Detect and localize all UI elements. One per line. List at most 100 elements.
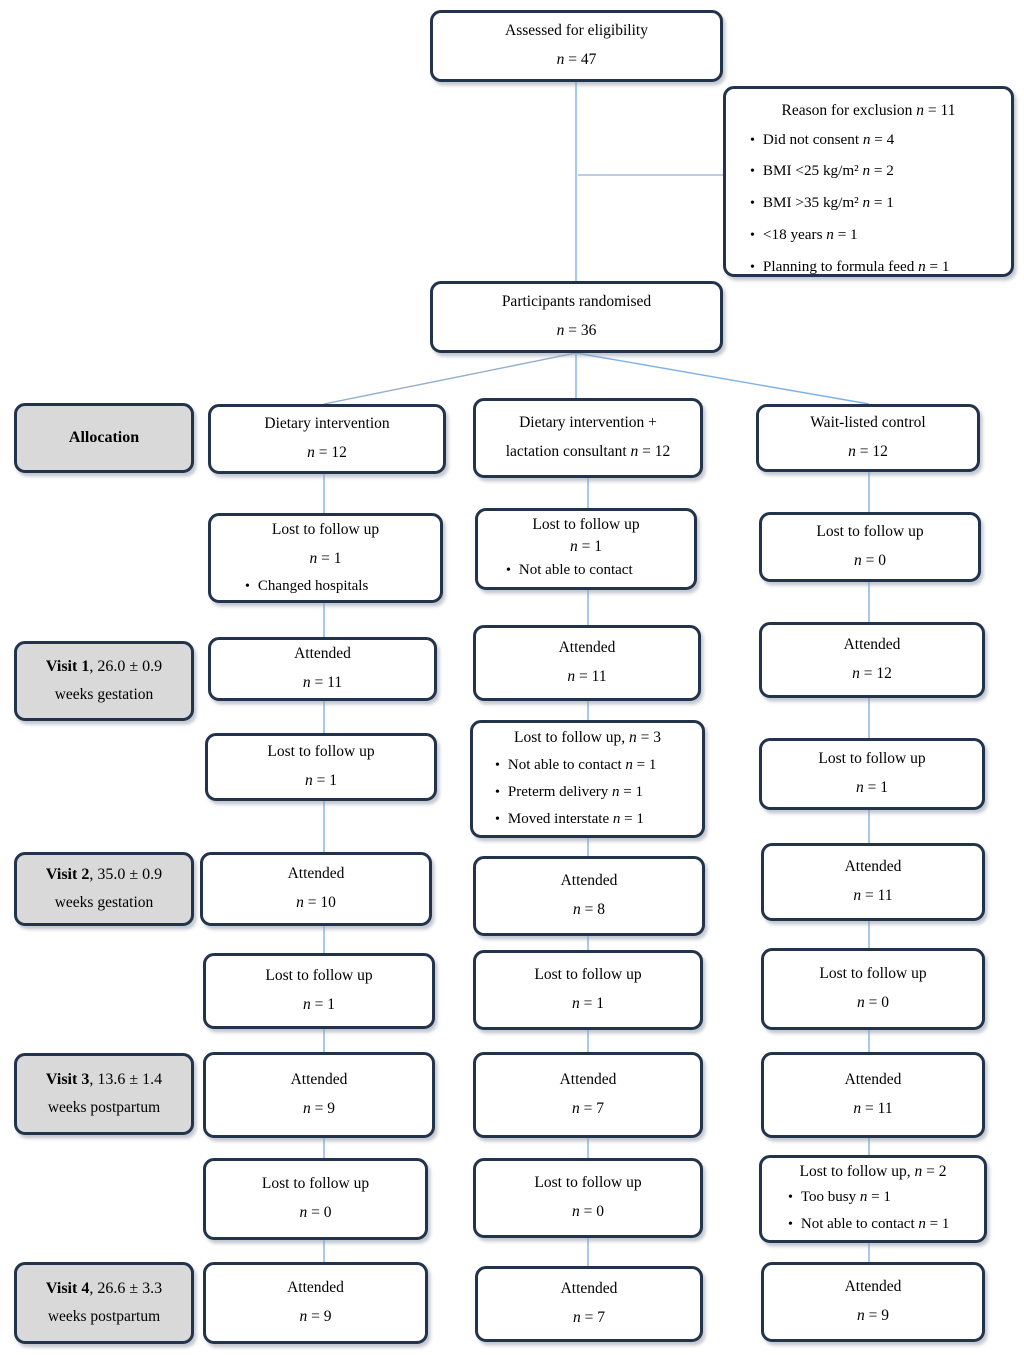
- box-n: n = 12: [848, 443, 888, 460]
- box-title: Attended: [560, 872, 618, 890]
- exclusion-reasons-box: Reason for exclusion n = 11 Did not cons…: [723, 86, 1014, 277]
- arm3-lost4-box: Lost to follow up, n = 2 Too busy n = 1 …: [759, 1155, 987, 1243]
- bullet-item: Moved interstate n = 1: [507, 810, 644, 827]
- label-bold: Allocation: [68, 429, 140, 447]
- box-title: Dietary intervention +: [519, 414, 657, 432]
- arm3-lost3-box: Lost to follow up n = 0: [761, 948, 985, 1030]
- arm3-attended4-box: Attended n = 9: [761, 1262, 985, 1342]
- arm1-attended2-box: Attended n = 10: [200, 852, 432, 926]
- arm3-attended2-box: Attended n = 11: [761, 843, 985, 921]
- box-title: Wait-listed control: [810, 414, 926, 432]
- box-title: Lost to follow up: [818, 750, 926, 768]
- arm1-lost2-box: Lost to follow up n = 1: [205, 733, 437, 801]
- label-rest: , 13.6 ± 1.4: [89, 1070, 163, 1088]
- box-title: Attended: [844, 1278, 902, 1296]
- box-title: Attended: [843, 636, 901, 654]
- bullet-item: Not able to contact n = 1: [507, 756, 657, 773]
- visit1-label: Visit 1, 26.0 ± 0.9 weeks gestation: [14, 641, 194, 721]
- arm2-lost1-box: Lost to follow up n = 1 Not able to cont…: [475, 508, 697, 590]
- arm3-attended3-box: Attended n = 11: [761, 1052, 985, 1138]
- box-title: Lost to follow up: [265, 967, 373, 985]
- visit2-label: Visit 2, 35.0 ± 0.9 weeks gestation: [14, 852, 194, 926]
- box-n: n = 9: [299, 1308, 332, 1325]
- arm1-attended3-box: Attended n = 9: [203, 1052, 435, 1138]
- box-n: n = 9: [303, 1100, 335, 1117]
- bullet-item: Planning to formula feed n = 1: [762, 257, 950, 275]
- allocation-label: Allocation: [14, 403, 194, 473]
- label-line2: weeks postpartum: [47, 1308, 161, 1326]
- box-n: n = 1: [856, 779, 888, 796]
- box-title: Attended: [559, 1071, 617, 1089]
- box-n: n = 11: [302, 674, 343, 691]
- box-title: Attended: [294, 645, 351, 663]
- label-bold: Visit 2: [45, 865, 90, 883]
- exclusion-bullet-list: Did not consent n = 4 BMI <25 kg/m² n = …: [734, 124, 1003, 282]
- box-title: Lost to follow up: [267, 743, 375, 761]
- box-n: n = 7: [572, 1100, 604, 1117]
- label-bold: Visit 4: [45, 1279, 90, 1297]
- arm2-header-box: Dietary intervention + lactation consult…: [473, 398, 703, 478]
- box-title: Lost to follow up: [261, 1175, 370, 1193]
- box-title: Lost to follow up: [534, 1174, 642, 1192]
- arm3-lost2-box: Lost to follow up n = 1: [759, 738, 985, 810]
- box-title: Lost to follow up: [534, 966, 642, 984]
- box-title: Attended: [287, 865, 345, 883]
- arm2-attended1-box: Attended n = 11: [473, 625, 701, 701]
- arm1-attended4-box: Attended n = 9: [203, 1262, 428, 1344]
- visit3-label: Visit 3, 13.6 ± 1.4 weeks postpartum: [14, 1053, 194, 1135]
- label-bold: Visit 3: [45, 1070, 90, 1088]
- box-title: Lost to follow up, n = 2: [799, 1163, 947, 1180]
- box-n: n = 1: [303, 996, 335, 1013]
- box-title: Lost to follow up, n = 3: [514, 729, 661, 747]
- arm3-attended1-box: Attended n = 12: [759, 622, 985, 698]
- box-n: n = 11: [853, 887, 893, 904]
- bullet-item: BMI >35 kg/m² n = 1: [762, 194, 894, 212]
- bullet-item: Preterm delivery n = 1: [507, 783, 644, 800]
- box-n: n = 1: [305, 772, 337, 789]
- arm1-lost3-box: Lost to follow up n = 1: [203, 953, 435, 1029]
- box-n: n = 1: [309, 549, 342, 567]
- box-title: Attended: [844, 858, 902, 876]
- box-title: Attended: [290, 1071, 348, 1089]
- box-n: n = 0: [857, 994, 889, 1011]
- box-n: n = 1: [570, 537, 602, 555]
- arm2-lost3-box: Lost to follow up n = 1: [473, 950, 703, 1030]
- box-n: lactation consultant n = 12: [505, 443, 671, 460]
- bullet-item: Did not consent n = 4: [762, 130, 895, 148]
- arm2-attended3-box: Attended n = 7: [473, 1052, 703, 1138]
- box-n: n = 9: [857, 1307, 889, 1324]
- box-n: n = 1: [572, 995, 604, 1012]
- box-n: n = 12: [852, 665, 892, 682]
- box-n: n = 7: [573, 1309, 605, 1326]
- label-line2: weeks gestation: [54, 894, 154, 912]
- box-title: Attended: [560, 1280, 618, 1298]
- box-title: Lost to follow up: [819, 965, 927, 983]
- box-n: n = 8: [573, 901, 605, 918]
- box-title: Lost to follow up: [532, 515, 640, 533]
- bullet-item: Too busy n = 1: [800, 1189, 891, 1206]
- arm3-lost1-box: Lost to follow up n = 0: [759, 512, 981, 582]
- box-title: Attended: [558, 639, 616, 657]
- label-bold: Visit 1: [45, 657, 90, 675]
- box-n: n = 36: [556, 322, 597, 339]
- box-title: Lost to follow up: [816, 523, 924, 541]
- arm1-lost4-box: Lost to follow up n = 0: [203, 1158, 428, 1240]
- box-n: n = 11: [567, 668, 607, 685]
- box-n: n = 10: [296, 894, 336, 911]
- arm2-attended2-box: Attended n = 8: [473, 856, 705, 936]
- arm3-header-box: Wait-listed control n = 12: [756, 404, 980, 472]
- label-rest: , 26.6 ± 3.3: [89, 1279, 163, 1297]
- box-n: n = 47: [556, 51, 597, 68]
- box-title: Reason for exclusion n = 11: [781, 102, 956, 119]
- box-n: n = 0: [854, 552, 886, 569]
- box-title: Attended: [844, 1071, 902, 1089]
- box-title: Lost to follow up: [271, 520, 380, 538]
- arm1-lost1-box: Lost to follow up n = 1 Changed hospital…: [208, 513, 443, 603]
- label-rest: , 35.0 ± 0.9: [89, 865, 163, 883]
- randomised-box: Participants randomised n = 36: [430, 281, 723, 353]
- bullet-item: <18 years n = 1: [762, 225, 858, 243]
- bullet-item: Changed hospitals: [257, 578, 369, 595]
- arm2-lost4-box: Lost to follow up n = 0: [473, 1158, 703, 1238]
